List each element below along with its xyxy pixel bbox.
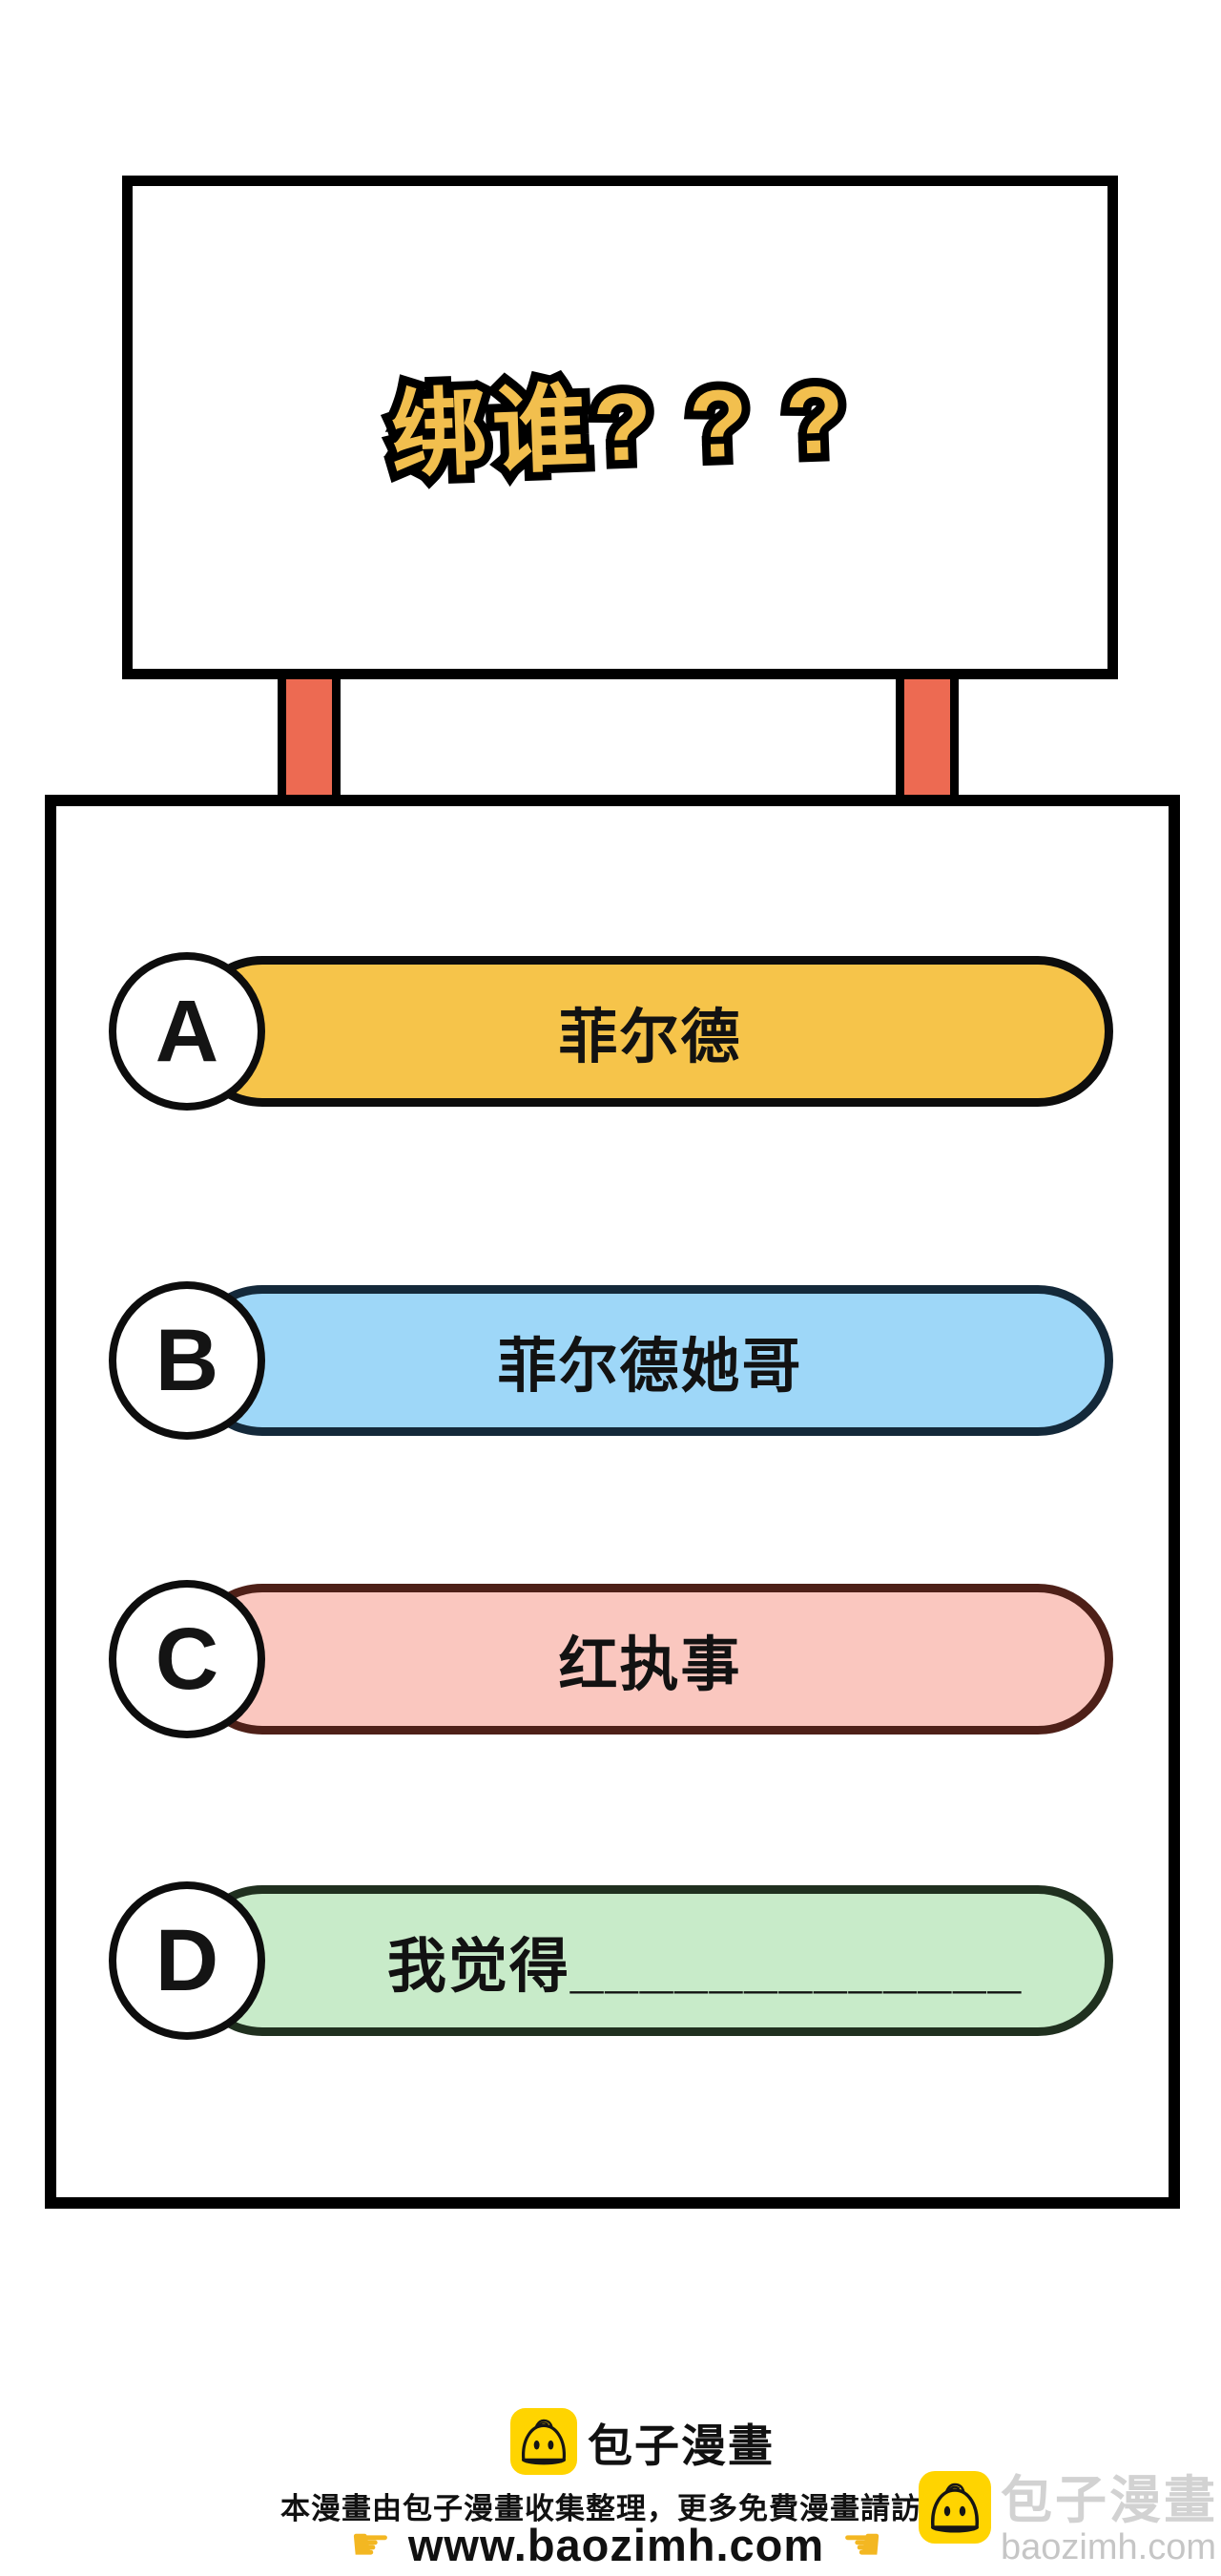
footer-brand-text: 包子漫畫	[588, 2420, 775, 2471]
watermark: 包子漫畫 baozimh.com	[919, 2471, 1218, 2566]
option-d-letter: D	[155, 1912, 219, 2009]
option-b-cap[interactable]: B	[109, 1281, 265, 1440]
sign-post-left	[278, 668, 341, 806]
option-c-letter: C	[155, 1610, 219, 1708]
watermark-text-column: 包子漫畫 baozimh.com	[1001, 2475, 1218, 2566]
option-a-label: 菲尔德	[558, 1005, 742, 1070]
option-a-letter: A	[155, 983, 219, 1080]
option-a-cap[interactable]: A	[109, 952, 265, 1111]
option-d-cap[interactable]: D	[109, 1881, 265, 2040]
sign-board: 绑谁? ? ? 绑谁? ? ?	[122, 176, 1118, 679]
pointing-hand-right-icon: ☛	[349, 2519, 391, 2570]
watermark-domain-text: baozimh.com	[1001, 2527, 1216, 2567]
option-d-label: 我觉得_____________	[386, 1934, 1024, 2000]
option-c-cap[interactable]: C	[109, 1580, 265, 1738]
watermark-brand-text: 包子漫畫	[1001, 2472, 1218, 2529]
sign-title: 绑谁? ? ? 绑谁? ? ?	[381, 358, 859, 498]
sign-post-right	[896, 668, 959, 806]
option-b-label: 菲尔德她哥	[497, 1334, 803, 1400]
pointing-hand-left-icon: ☚	[841, 2519, 883, 2570]
footer-url-row: ☛ www.baozimh.com ☚	[11, 2519, 1221, 2571]
footer-url-text: www.baozimh.com	[407, 2520, 825, 2570]
option-c-label: 红执事	[558, 1632, 742, 1698]
option-d-button[interactable]: 我觉得_____________	[187, 1885, 1113, 2036]
option-c-button[interactable]: 红执事	[187, 1584, 1113, 1735]
option-b-button[interactable]: 菲尔德她哥	[187, 1285, 1113, 1436]
footer-notice-text: 本漫畫由包子漫畫收集整理，更多免費漫畫請訪問	[280, 2492, 952, 2525]
option-a-button[interactable]: 菲尔德	[187, 956, 1113, 1107]
baozi-logo-icon	[510, 2408, 577, 2475]
option-b-letter: B	[155, 1312, 219, 1409]
sign-title-text: 绑谁? ? ?	[388, 365, 852, 489]
watermark-baozi-logo-icon	[919, 2471, 991, 2544]
